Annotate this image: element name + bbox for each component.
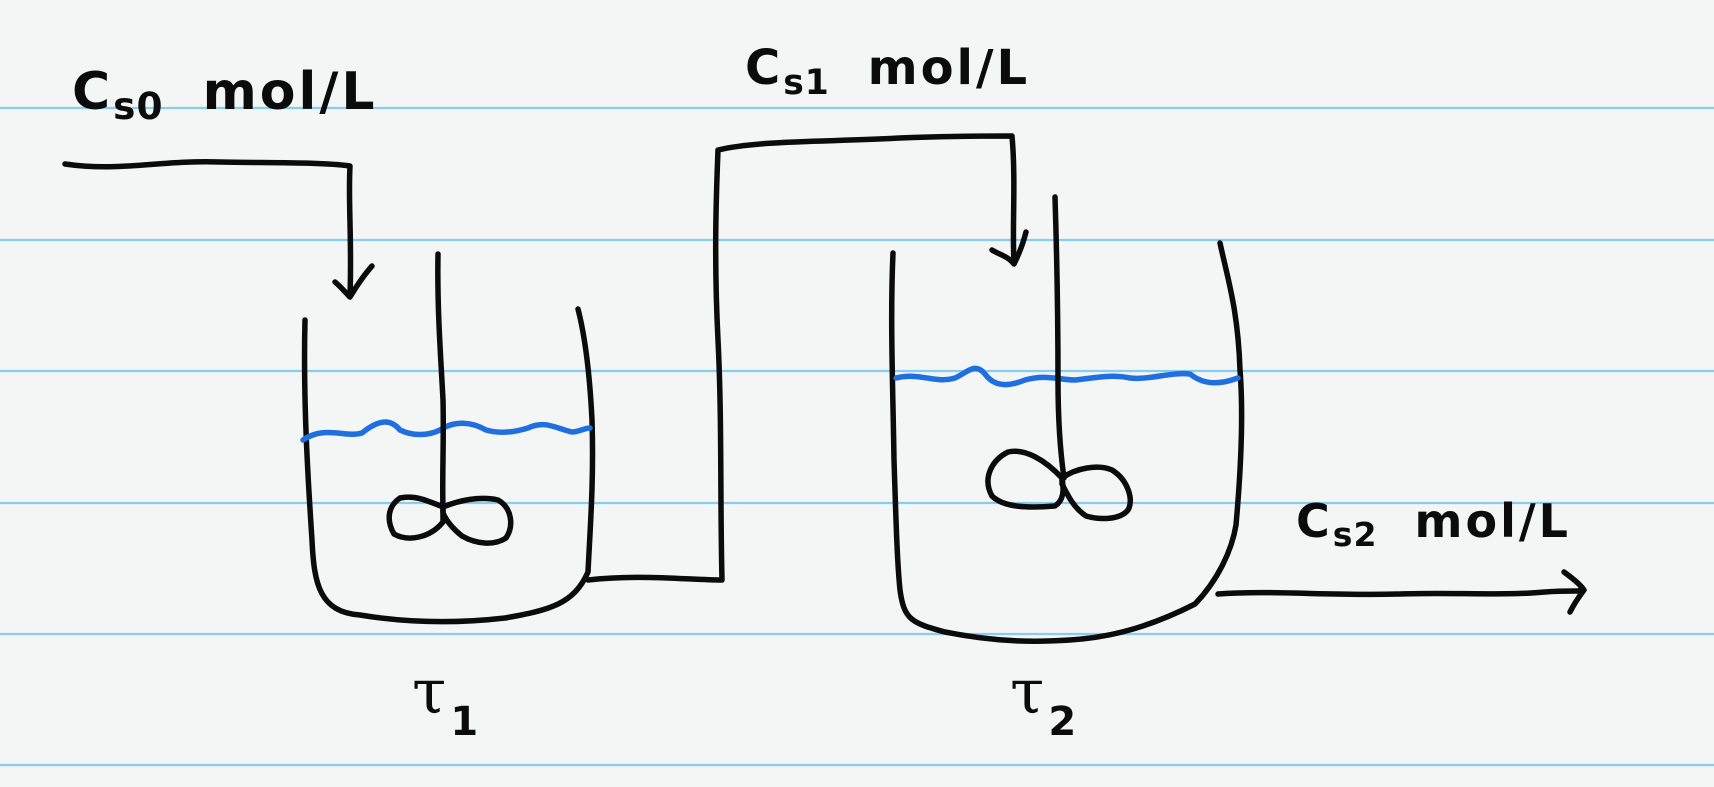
tank-2-impeller-right xyxy=(1059,464,1134,522)
intermediate-unit: mol/L xyxy=(867,40,1031,96)
inlet-concentration-label: Cs0 mol/L xyxy=(72,62,378,128)
inlet-feed-line xyxy=(62,159,354,299)
tank-1-liquid-surface xyxy=(300,419,593,443)
inlet-subscript: s0 xyxy=(113,84,164,129)
outlet-line xyxy=(1215,587,1586,598)
transfer-pipe xyxy=(585,133,1017,583)
tank-1-agitator-shaft xyxy=(435,251,447,510)
tank-2-agitator-shaft xyxy=(1052,194,1067,481)
tank-2-impeller-left xyxy=(985,448,1066,510)
outlet-unit: mol/L xyxy=(1414,494,1571,548)
transfer-arrowhead xyxy=(989,229,1029,267)
tank-2-tau-subscript: 2 xyxy=(1048,699,1077,745)
tank-1-impeller-left xyxy=(386,494,446,541)
outlet-concentration-label: Cs2 mol/L xyxy=(1296,494,1571,554)
tank-1-impeller-right xyxy=(440,495,514,546)
tank-1-tau-symbol: τ xyxy=(412,655,447,728)
inlet-symbol: C xyxy=(72,62,114,122)
outlet-symbol: C xyxy=(1296,494,1333,548)
intermediate-concentration-label: Cs1 mol/L xyxy=(745,40,1031,103)
inlet-unit: mol/L xyxy=(202,62,378,122)
outlet-arrowhead xyxy=(1561,569,1587,615)
tank-2-tau-symbol: τ xyxy=(1010,655,1045,728)
outlet-subscript: s2 xyxy=(1332,515,1378,555)
intermediate-subscript: s1 xyxy=(783,62,830,103)
tank-2-liquid-surface xyxy=(893,365,1241,388)
tank-1-tau-subscript: 1 xyxy=(450,699,479,745)
inlet-arrowhead xyxy=(332,263,375,300)
tank-2-vessel xyxy=(888,240,1245,645)
ruled-lines xyxy=(0,106,1714,767)
intermediate-symbol: C xyxy=(745,40,784,96)
tank-1-vessel xyxy=(301,306,596,625)
